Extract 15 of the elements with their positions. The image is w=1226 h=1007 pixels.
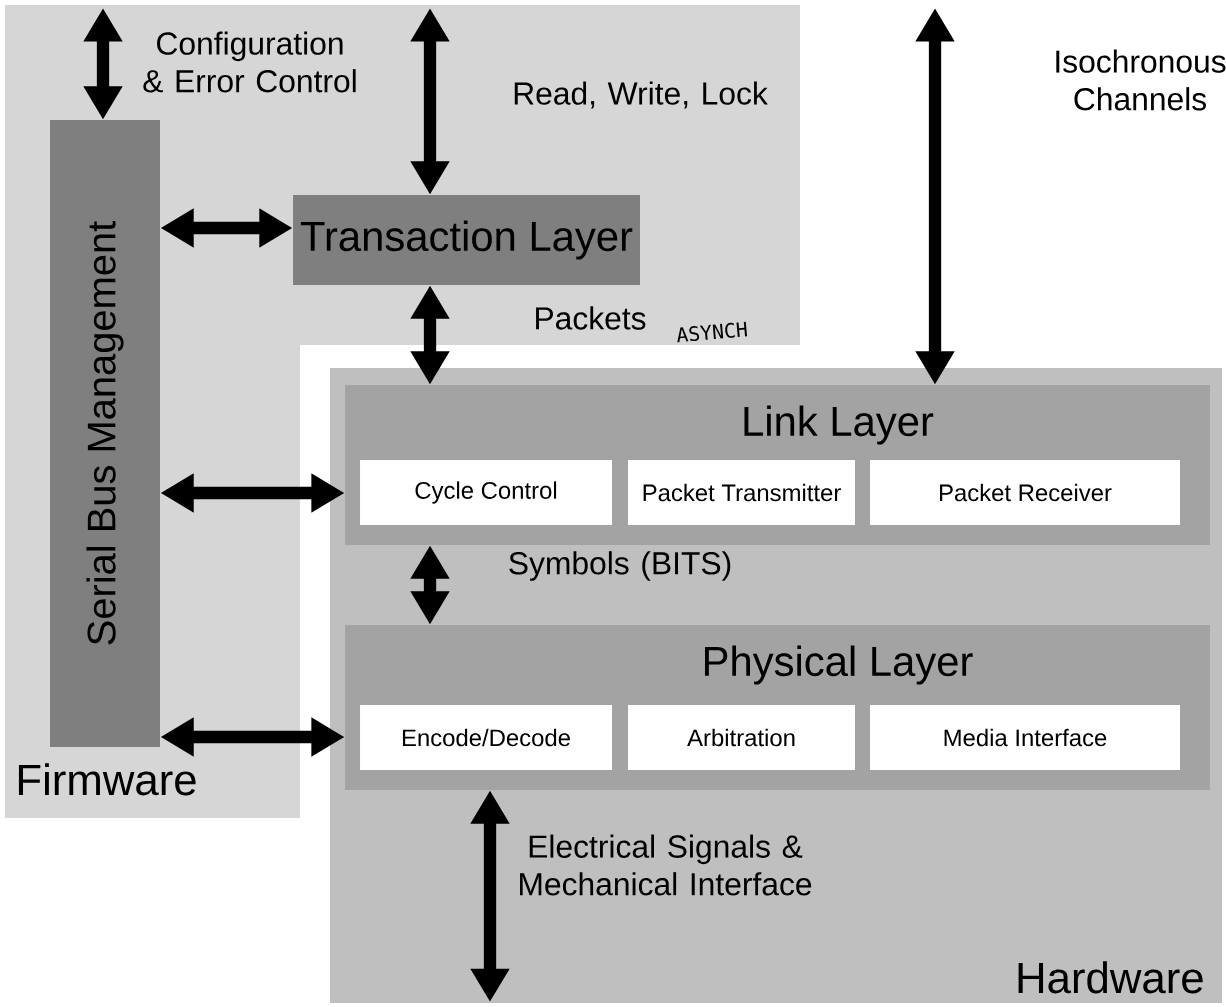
layer-box: Transaction Layer	[293, 195, 640, 285]
component-box: Cycle Control	[360, 460, 612, 525]
edge-label: Read, Write, Lock	[514, 81, 768, 109]
component-box: Encode/Decode	[360, 705, 612, 770]
edge-label: Packets	[536, 306, 646, 330]
component-box: Media Interface	[870, 705, 1180, 770]
component-box: Packet Transmitter	[628, 460, 855, 525]
edge-label: Isochronous Channels	[1056, 49, 1226, 111]
edge-label: Symbols (BITS)	[509, 551, 731, 581]
handwritten-note: ASYNCH	[677, 321, 748, 343]
component-box: Arbitration	[628, 705, 855, 770]
management-box: Serial Bus Management	[50, 120, 160, 747]
edge-label: Configuration & Error Control	[143, 31, 356, 93]
edge-label: Electrical Signals & Mechanical Interface	[520, 834, 812, 896]
component-box: Packet Receiver	[870, 460, 1180, 525]
